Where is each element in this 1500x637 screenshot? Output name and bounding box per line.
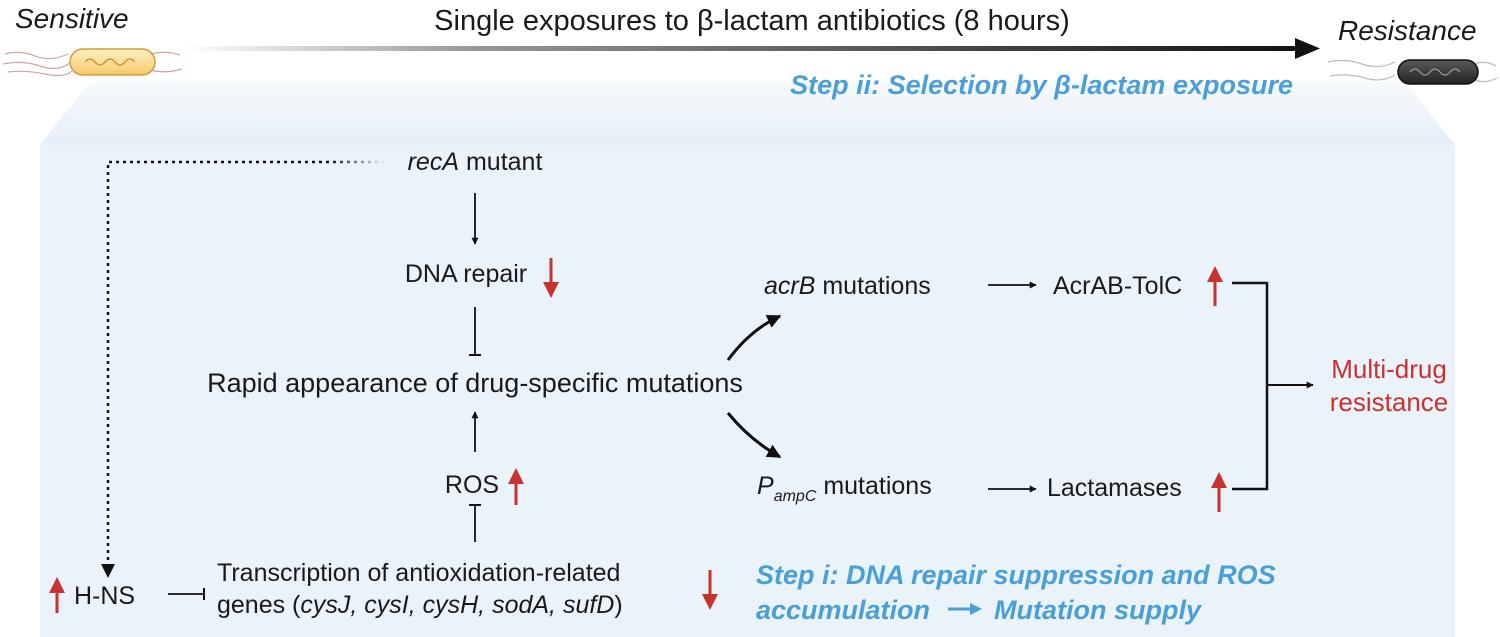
mdr-outcome-line2: resistance [1330, 387, 1449, 417]
sensitive-label: Sensitive [15, 3, 129, 34]
rapid-to-acrb-arrow [726, 314, 782, 361]
reca-mutant-suffix: mutant [459, 148, 542, 176]
pampc-mutations-suffix: mutations [816, 472, 931, 500]
step-i-label-line1: Step i: DNA repair suppression and ROS [756, 560, 1276, 590]
transcription-node-line2: genes (cysJ, cysI, cysH, sodA, sufD) [217, 591, 623, 619]
rapid-to-pampc-arrow [726, 412, 782, 459]
dna-repair-node: DNA repair [405, 260, 527, 288]
step-ii-label: Step ii: Selection by β-lactam exposure [790, 70, 1293, 100]
timeline-arrowhead [1295, 38, 1320, 59]
transcription-node-line1: Transcription of antioxidation-related [217, 559, 620, 587]
panel-top-face [40, 82, 1455, 145]
panel-front-face [40, 145, 1455, 637]
pampc-subscript: ampC [774, 488, 817, 505]
ros-node: ROS [445, 471, 499, 499]
lactamases-node: Lactamases [1047, 474, 1182, 502]
transcription-genes-suffix: ) [614, 591, 622, 619]
header-title: Single exposures to β-lactam antibiotics… [434, 5, 1070, 37]
transcription-down-arrow-icon [702, 570, 718, 610]
transcription-genes-prefix: genes ( [217, 591, 301, 619]
transcription-gene-list: cysJ, cysI, cysH, sodA, sufD [300, 591, 614, 619]
reca-mutant-node: recA mutant [408, 148, 543, 176]
acrab-tolc-node: AcrAB-TolC [1053, 272, 1182, 300]
reca-hns-dotted-link [106, 160, 385, 572]
acrb-gene-name: acrB [764, 272, 815, 300]
lactamases-up-arrow-icon [1211, 472, 1227, 512]
pampc-mutations-node: PampC mutations [757, 472, 932, 505]
acrb-mutations-suffix: mutations [815, 272, 930, 300]
acrab-up-arrow-icon [1207, 266, 1223, 306]
hns-up-arrow-icon [49, 577, 65, 613]
rapid-mutations-node: Rapid appearance of drug-specific mutati… [207, 368, 743, 398]
ros-up-arrow-icon [508, 468, 524, 505]
acrb-mutations-node: acrB mutations [764, 272, 931, 300]
hns-node: H-NS [74, 582, 135, 610]
reca-gene-name: recA [408, 148, 459, 176]
dna-repair-down-arrow-icon [543, 258, 559, 298]
step-i-label-line2-b: Mutation supply [994, 595, 1203, 625]
bacterium-black-icon [1327, 59, 1498, 85]
step-i-label-line2-a: accumulation [756, 595, 930, 625]
timeline-bar [185, 46, 1300, 51]
resistance-label: Resistance [1338, 15, 1477, 46]
mdr-outcome-line1: Multi-drug [1331, 354, 1447, 384]
step-i-arrow-icon [948, 603, 982, 615]
bacterium-yellow-icon [2, 48, 183, 77]
pampc-p: P [757, 472, 774, 500]
hns-arrowhead [101, 564, 115, 578]
